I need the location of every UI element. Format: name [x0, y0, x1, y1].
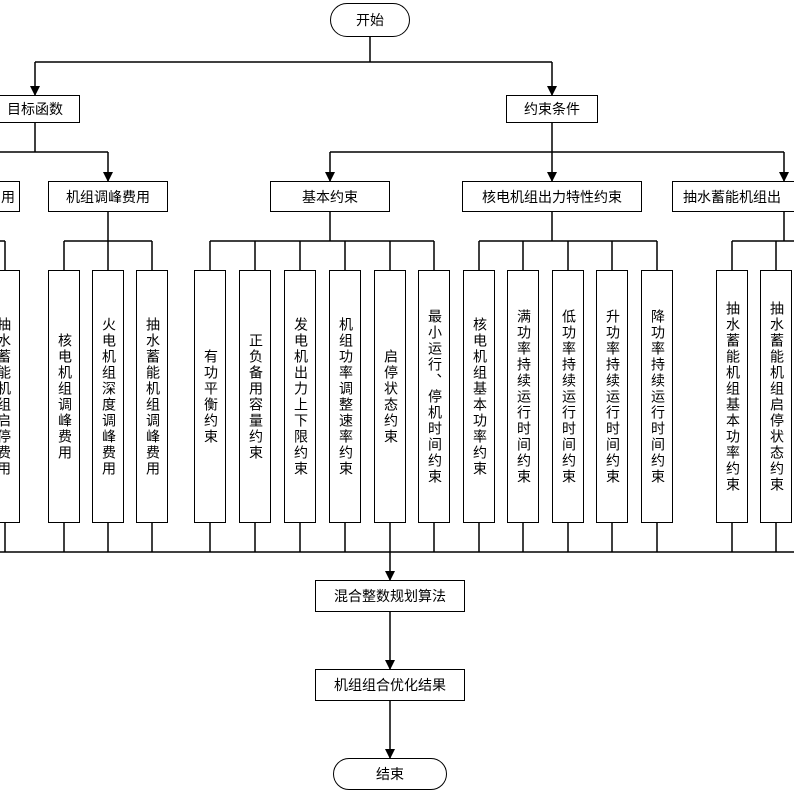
pumped-startstop-cost-label: 抽水蓄能机组启停费用 — [0, 316, 11, 477]
algorithm-node: 混合整数规划算法 — [315, 580, 465, 612]
startstop-state-label: 启停状态约束 — [382, 348, 398, 445]
pumped-basic-power-label: 抽水蓄能机组基本功率约束 — [724, 300, 740, 493]
min-up-down-time-leaf: 最小运行、停机时间约束 — [418, 270, 450, 523]
nuclear-constraint-node: 核电机组出力特性约束 — [462, 181, 642, 212]
pumped-peak-cost-leaf: 抽水蓄能机组调峰费用 — [136, 270, 168, 523]
nuclear-basic-power-leaf: 核电机组基本功率约束 — [463, 270, 495, 523]
ramp-down-duration-label: 降功率持续运行时间约束 — [649, 308, 665, 485]
objective-left-partial-label: 用 — [1, 189, 15, 206]
thermal-deep-peak-cost-label: 火电机组深度调峰费用 — [100, 316, 116, 477]
nuclear-constraint-label: 核电机组出力特性约束 — [482, 189, 622, 206]
startstop-state-leaf: 启停状态约束 — [374, 270, 406, 523]
pumped-peak-cost-label: 抽水蓄能机组调峰费用 — [144, 316, 160, 477]
low-power-duration-leaf: 低功率持续运行时间约束 — [552, 270, 584, 523]
pumped-startstop-state-leaf: 抽水蓄能机组启停状态约束 — [760, 270, 792, 523]
ramp-rate-label: 机组功率调整速率约束 — [337, 316, 353, 477]
result-label: 机组组合优化结果 — [334, 678, 446, 694]
constraints-node: 约束条件 — [506, 95, 598, 123]
active-power-balance-label: 有功平衡约束 — [202, 348, 218, 445]
pumped-constraint-label: 抽水蓄能机组出 — [683, 189, 781, 206]
active-power-balance-leaf: 有功平衡约束 — [194, 270, 226, 523]
pumped-startstop-cost-leaf: 抽水蓄能机组启停费用 — [0, 270, 20, 523]
nuclear-peak-cost-label: 核电机组调峰费用 — [56, 332, 72, 461]
output-limits-leaf: 发电机出力上下限约束 — [284, 270, 316, 523]
basic-constraint-label: 基本约束 — [302, 189, 358, 206]
nuclear-peak-cost-leaf: 核电机组调峰费用 — [48, 270, 80, 523]
pumped-basic-power-leaf: 抽水蓄能机组基本功率约束 — [716, 270, 748, 523]
full-power-duration-label: 满功率持续运行时间约束 — [515, 308, 531, 485]
ramp-up-duration-label: 升功率持续运行时间约束 — [604, 308, 620, 485]
start-label: 开始 — [356, 13, 384, 29]
objective-left-partial-node: 用 — [0, 181, 20, 212]
basic-constraint-node: 基本约束 — [270, 181, 390, 212]
end-node: 结束 — [333, 758, 447, 790]
min-up-down-time-label: 最小运行、停机时间约束 — [426, 308, 442, 485]
peak-cost-label: 机组调峰费用 — [66, 189, 150, 206]
nuclear-basic-power-label: 核电机组基本功率约束 — [471, 316, 487, 477]
start-node: 开始 — [330, 3, 410, 37]
ramp-up-duration-leaf: 升功率持续运行时间约束 — [596, 270, 628, 523]
full-power-duration-leaf: 满功率持续运行时间约束 — [507, 270, 539, 523]
pumped-startstop-state-label: 抽水蓄能机组启停状态约束 — [768, 300, 784, 493]
ramp-down-duration-leaf: 降功率持续运行时间约束 — [641, 270, 673, 523]
ramp-rate-leaf: 机组功率调整速率约束 — [329, 270, 361, 523]
objective-node: 目标函数 — [0, 95, 80, 123]
thermal-deep-peak-cost-leaf: 火电机组深度调峰费用 — [92, 270, 124, 523]
objective-label: 目标函数 — [7, 102, 63, 118]
output-limits-label: 发电机出力上下限约束 — [292, 316, 308, 477]
algorithm-label: 混合整数规划算法 — [334, 589, 446, 605]
result-node: 机组组合优化结果 — [315, 669, 465, 701]
pumped-constraint-node: 抽水蓄能机组出 — [672, 181, 794, 212]
peak-cost-node: 机组调峰费用 — [48, 181, 168, 212]
low-power-duration-label: 低功率持续运行时间约束 — [560, 308, 576, 485]
end-label: 结束 — [376, 767, 404, 783]
reserve-capacity-label: 正负备用容量约束 — [247, 332, 263, 461]
constraints-label: 约束条件 — [524, 102, 580, 118]
reserve-capacity-leaf: 正负备用容量约束 — [239, 270, 271, 523]
